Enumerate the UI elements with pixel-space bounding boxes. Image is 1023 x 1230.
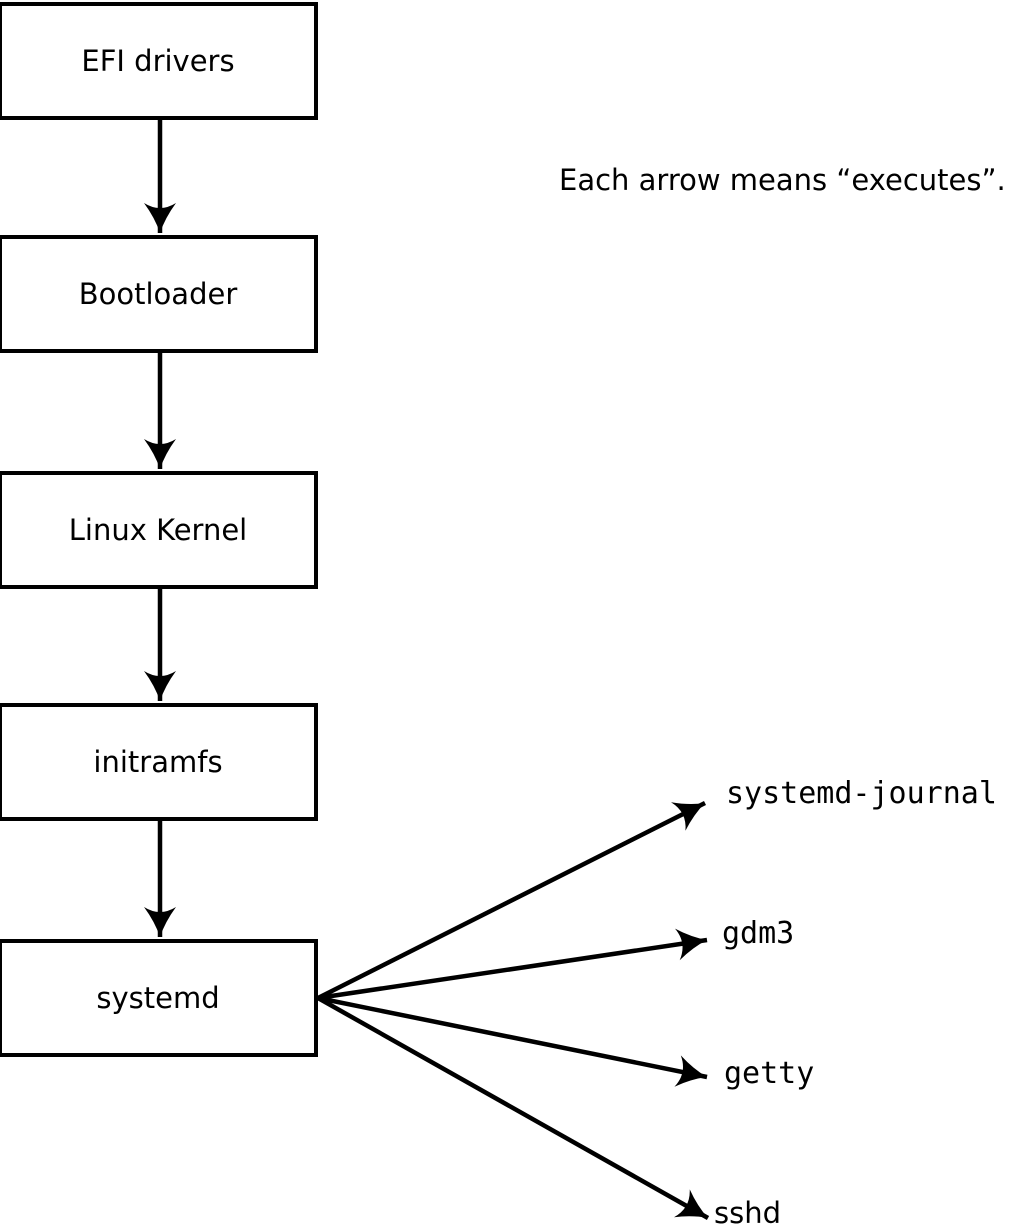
node-label-efi-drivers: EFI drivers	[81, 43, 235, 78]
node-systemd: systemd	[0, 939, 318, 1057]
spawn-label-sshd: sshd	[714, 1196, 782, 1230]
arrow-systemd-to-getty	[317, 995, 708, 1087]
node-label-linux-kernel: Linux Kernel	[68, 512, 248, 547]
node-linux-kernel: Linux Kernel	[0, 471, 318, 589]
node-label-bootloader: Bootloader	[78, 276, 238, 311]
node-label-systemd: systemd	[96, 980, 220, 1015]
spawn-label-systemd-journal: systemd-journal	[726, 776, 997, 811]
node-label-initramfs: initramfs	[93, 744, 223, 779]
spawn-label-gdm3: gdm3	[722, 916, 795, 951]
note-arrow-meaning: Each arrow means “executes”.	[559, 163, 1006, 197]
arrow-systemd-to-journal	[316, 800, 707, 1001]
node-initramfs: initramfs	[0, 703, 318, 821]
node-efi-drivers: EFI drivers	[0, 2, 318, 120]
arrow-systemd-to-gdm3	[317, 928, 708, 1001]
spawn-label-getty: getty	[724, 1056, 815, 1091]
arrow-systemd-to-sshd	[316, 996, 710, 1220]
node-bootloader: Bootloader	[0, 235, 318, 353]
